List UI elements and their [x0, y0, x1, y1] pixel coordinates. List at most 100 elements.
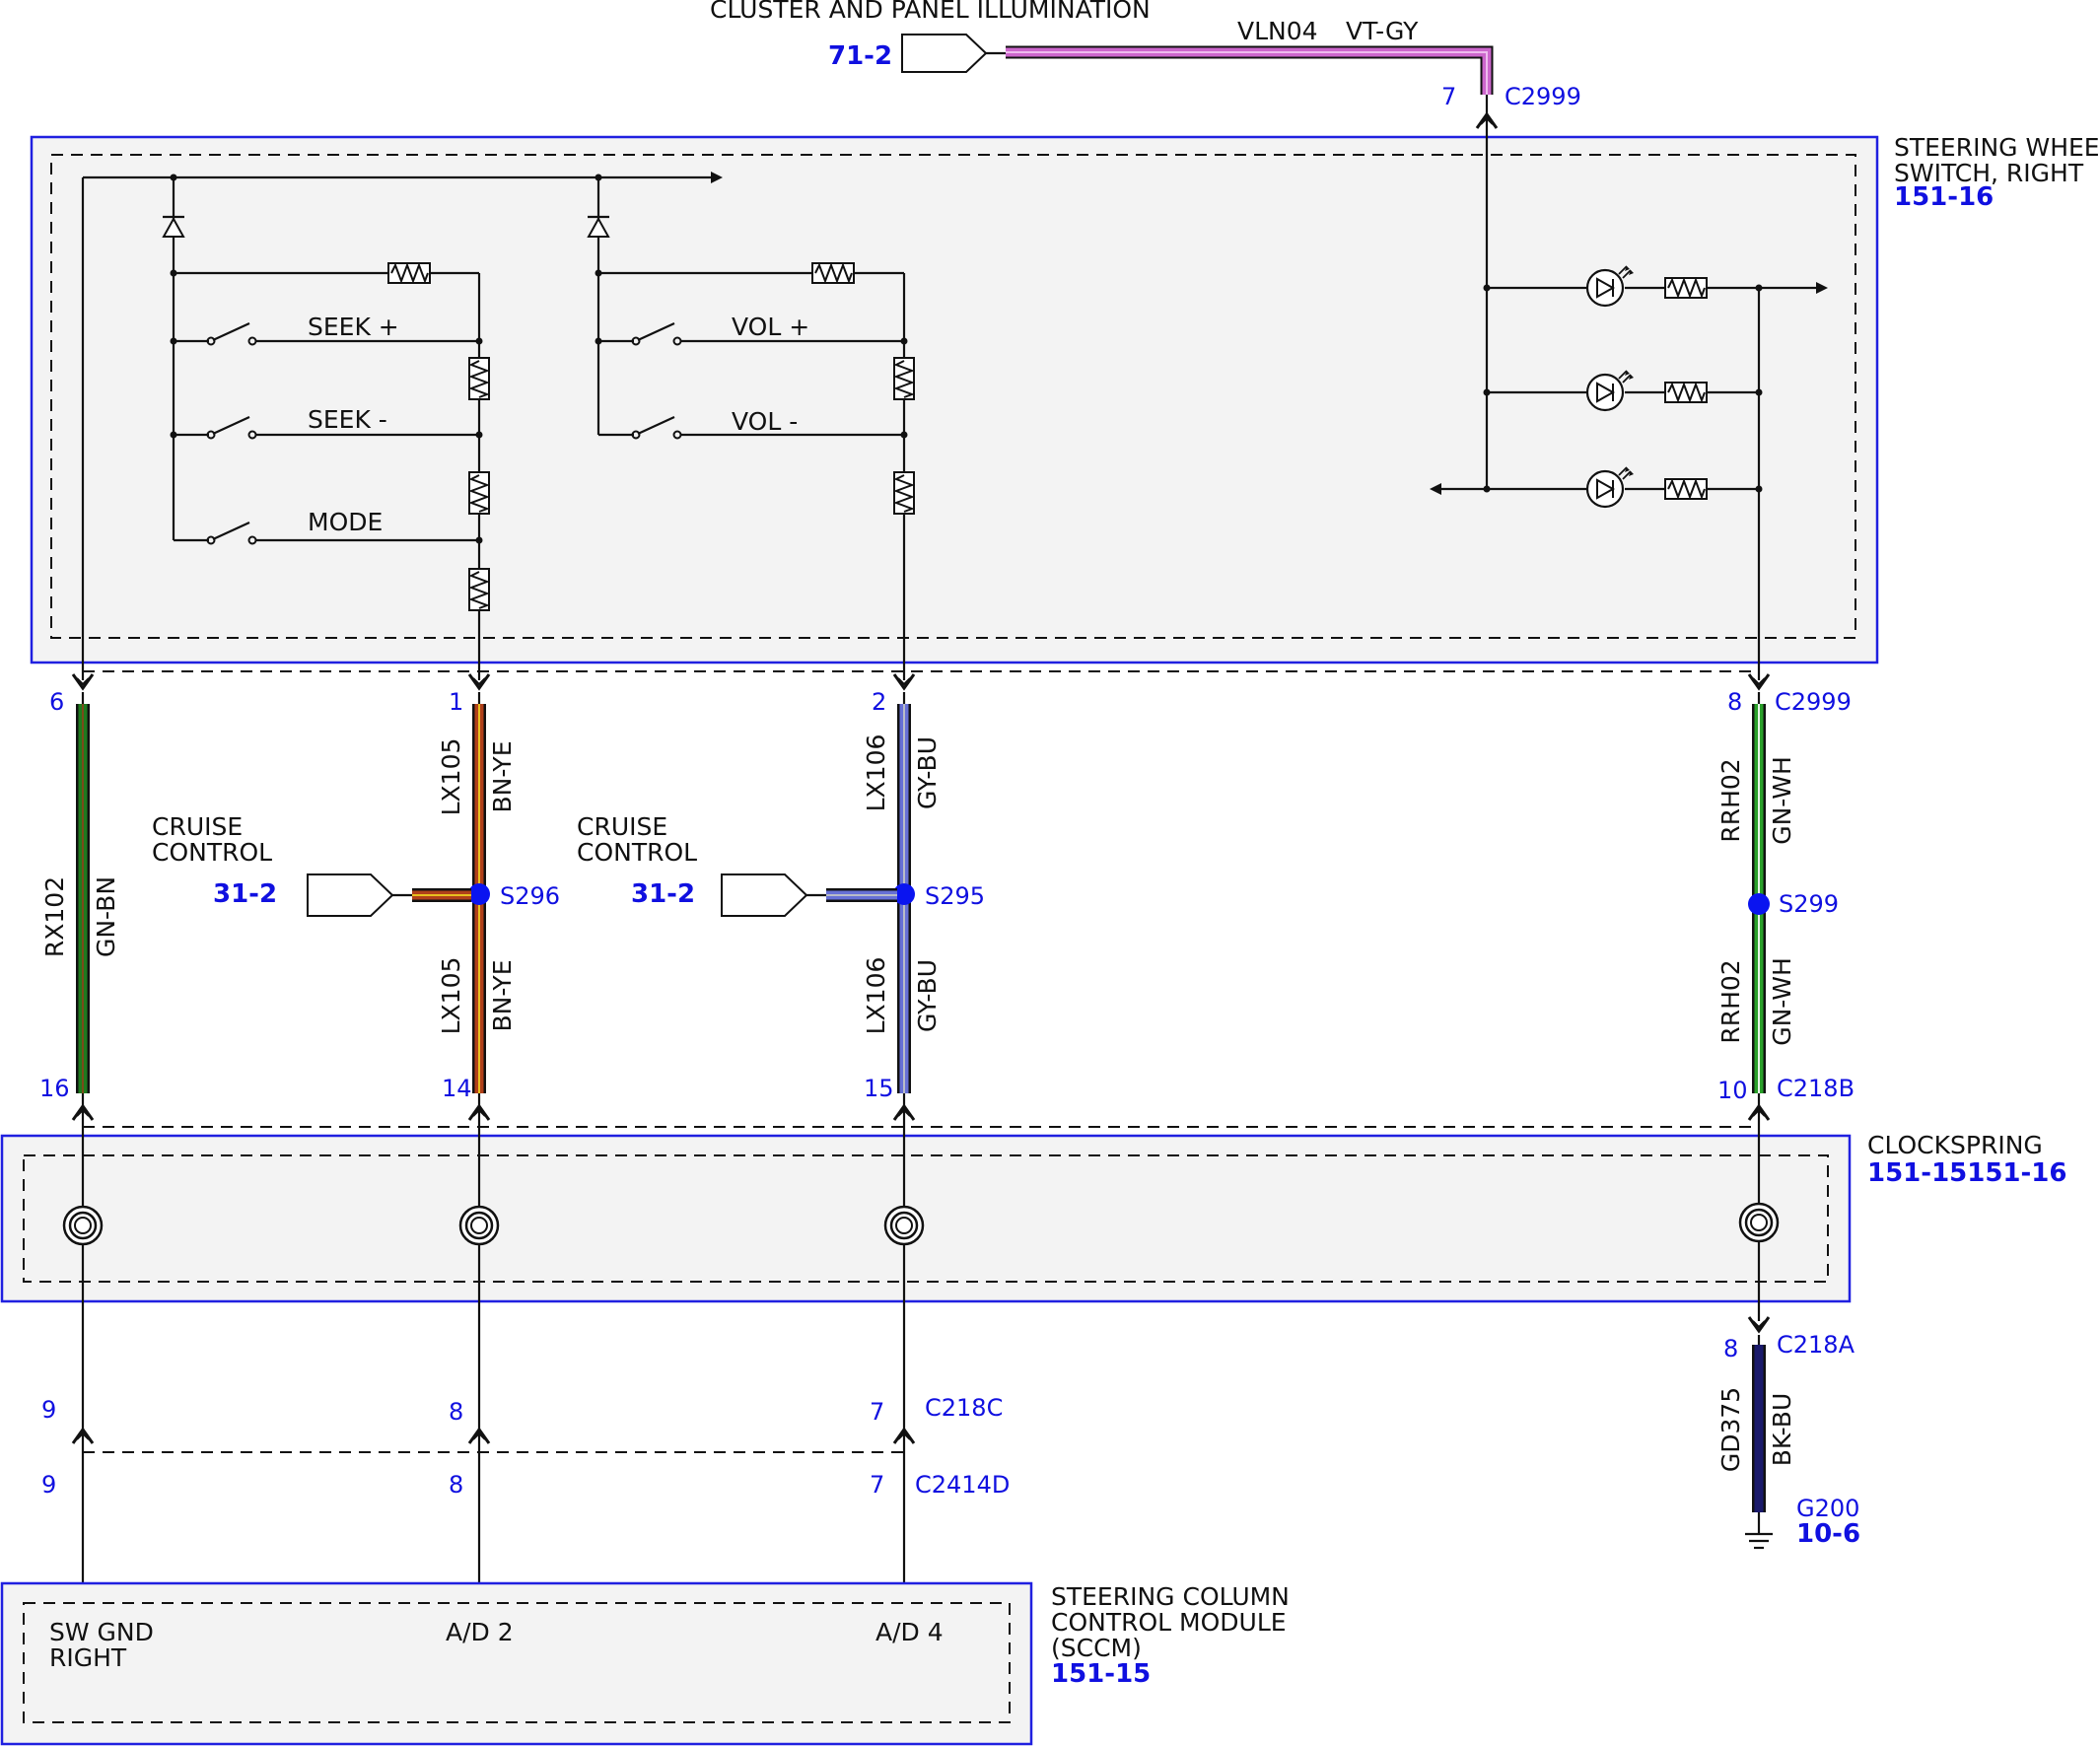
- sccm-pin-sw-gnd-right: RIGHT: [49, 1643, 127, 1672]
- resistor-icon: [1664, 277, 1708, 299]
- circuit-label-gd375: GD375: [1716, 1387, 1745, 1472]
- sccm-pin-ad4: A/D 4: [875, 1618, 944, 1646]
- switch-label-seek-minus: SEEK -: [308, 405, 387, 434]
- pin-number: 8: [449, 1471, 463, 1499]
- wire-color-gn-wh-bottom: GN-WH: [1768, 957, 1796, 1046]
- connector-c218b: C218B: [1777, 1075, 1855, 1102]
- sccm-page-ref[interactable]: 151-15: [1051, 1659, 1151, 1689]
- connector-arrow-icon: [721, 873, 808, 917]
- pin-number: 9: [41, 1471, 56, 1499]
- splice-s295: [893, 883, 915, 905]
- pin-number: 8: [449, 1398, 463, 1426]
- component-label-line1: STEERING WHEEL: [1894, 133, 2100, 162]
- pin-number: 14: [442, 1075, 472, 1102]
- circuit-label-rrh02-top: RRH02: [1716, 758, 1745, 842]
- wire-rrh02-group: 8 C2999 RRH02 GN-WH RRH02 GN-WH S299 10 …: [1716, 672, 1855, 1134]
- pin-number: 1: [449, 688, 463, 716]
- resistor-icon: [811, 262, 855, 284]
- sccm-label-line2: CONTROL MODULE: [1051, 1608, 1287, 1637]
- cruise-label-line1: CRUISE: [577, 812, 667, 841]
- pin-number: 8: [1723, 1335, 1738, 1362]
- resistor-icon: [1664, 382, 1708, 403]
- component-label-line2: SWITCH, RIGHT: [1894, 159, 2084, 187]
- connector-c2999-bottom: C2999: [1775, 688, 1852, 716]
- resistor-icon: [387, 262, 431, 284]
- sccm-pin-sw-gnd: SW GND: [49, 1618, 154, 1646]
- circuit-label-rx102: RX102: [40, 876, 69, 957]
- top-feed-title: CLUSTER AND PANEL ILLUMINATION: [710, 0, 1151, 24]
- cruise-control-right: CRUISE CONTROL 31-2: [577, 812, 897, 917]
- connector-c218a: C218A: [1777, 1331, 1855, 1359]
- clockspring-box: [0, 1134, 1852, 1303]
- resistor-icon: [1664, 478, 1708, 500]
- splice-label-s299: S299: [1779, 890, 1839, 918]
- splice-label-s295: S295: [925, 882, 985, 910]
- switch-label-vol-plus: VOL +: [732, 313, 809, 341]
- clockspring-coil-icon: [1738, 1202, 1780, 1243]
- pin-number: 7: [870, 1398, 884, 1426]
- wire-color-vt-gy: VT-GY: [1346, 17, 1419, 45]
- circuit-label-lx105-bottom: LX105: [437, 957, 465, 1035]
- component-page-ref[interactable]: 151-16: [1894, 182, 1994, 212]
- pin-number: 9: [41, 1396, 56, 1424]
- connector-arrow-icon: [901, 34, 988, 73]
- resistor-icon: [893, 357, 915, 400]
- pin-number: 7: [1441, 83, 1456, 110]
- circuit-label-vln04: VLN04: [1237, 17, 1318, 45]
- resistor-icon: [468, 357, 490, 400]
- pin-number: 8: [1727, 688, 1742, 716]
- clockspring-page-ref[interactable]: 151-15151-16: [1867, 1158, 2067, 1188]
- wire-gd375: [1754, 1345, 1764, 1512]
- wire-color-bk-bu: BK-BU: [1768, 1393, 1796, 1467]
- splice-label-s296: S296: [500, 882, 560, 910]
- cruise-label-line1: CRUISE: [152, 812, 243, 841]
- steering-wheel-switch: STEERING WHEEL SWITCH, RIGHT 151-16 SEEK…: [30, 124, 2100, 680]
- resistor-icon: [468, 568, 490, 611]
- pin-number: 7: [870, 1471, 884, 1499]
- splice-s299: [1748, 893, 1770, 915]
- ground-label-g200: G200: [1796, 1495, 1859, 1522]
- clockspring-coil-icon: [883, 1205, 925, 1246]
- top-feed: CLUSTER AND PANEL ILLUMINATION 71-2 VLN0…: [710, 0, 1581, 130]
- circuit-label-lx106-bottom: LX106: [862, 957, 890, 1035]
- wire-color-gy-bu-top: GY-BU: [913, 736, 942, 809]
- switch-label-vol-minus: VOL -: [732, 407, 798, 436]
- cruise-page-ref[interactable]: 31-2: [213, 879, 277, 909]
- lower-connectors: 9 8 7 C218C 9 8 7 C2414D: [41, 1394, 1010, 1499]
- wire-lx106-group: 2 LX106 GY-BU LX106 GY-BU S295 15: [862, 672, 985, 1134]
- top-feed-page-ref[interactable]: 71-2: [828, 41, 892, 71]
- pin-number: 10: [1717, 1077, 1748, 1104]
- sccm-pin-ad2: A/D 2: [446, 1618, 514, 1646]
- wire-vln04-outline: [1006, 45, 1494, 95]
- resistor-icon: [893, 471, 915, 515]
- pin-number: 16: [39, 1075, 70, 1102]
- wire-lx105-group: 1 LX105 BN-YE LX105 BN-YE S296 14: [437, 672, 560, 1134]
- clockspring: CLOCKSPRING 151-15151-16: [0, 1131, 2067, 1597]
- cruise-page-ref[interactable]: 31-2: [631, 879, 695, 909]
- circuit-label-lx106-top: LX106: [862, 734, 890, 812]
- pin-number: 6: [49, 688, 64, 716]
- switch-label-mode: MODE: [308, 508, 383, 536]
- steering-wheel-switch-box: [30, 135, 1879, 664]
- diode-icon: [587, 216, 610, 238]
- circuit-label-lx105-top: LX105: [437, 738, 465, 816]
- connector-c2414d: C2414D: [915, 1471, 1010, 1499]
- ground-icon: [1745, 1532, 1773, 1550]
- cruise-label-line2: CONTROL: [577, 838, 697, 867]
- diode-icon: [162, 216, 185, 238]
- wire-color-bn-ye-top: BN-YE: [488, 741, 517, 813]
- cruise-label-line2: CONTROL: [152, 838, 272, 867]
- wire-color-gy-bu-bottom: GY-BU: [913, 959, 942, 1032]
- sccm-module: SW GND RIGHT A/D 2 A/D 4 STEERING COLUMN…: [0, 1581, 1290, 1746]
- wire-rx102-group: 6 RX102 GN-BN 16: [39, 672, 120, 1134]
- cruise-control-left: CRUISE CONTROL 31-2: [152, 812, 471, 917]
- connector-arrow-icon: [307, 873, 394, 917]
- wire-color-bn-ye-bottom: BN-YE: [488, 960, 517, 1032]
- clockspring-label: CLOCKSPRING: [1867, 1131, 2043, 1159]
- sccm-label-line1: STEERING COLUMN: [1051, 1582, 1290, 1611]
- wire-color-gn-bn: GN-BN: [92, 876, 120, 957]
- splice-s296: [468, 883, 490, 905]
- pin-number: 2: [872, 688, 886, 716]
- ground-page-ref[interactable]: 10-6: [1796, 1519, 1860, 1549]
